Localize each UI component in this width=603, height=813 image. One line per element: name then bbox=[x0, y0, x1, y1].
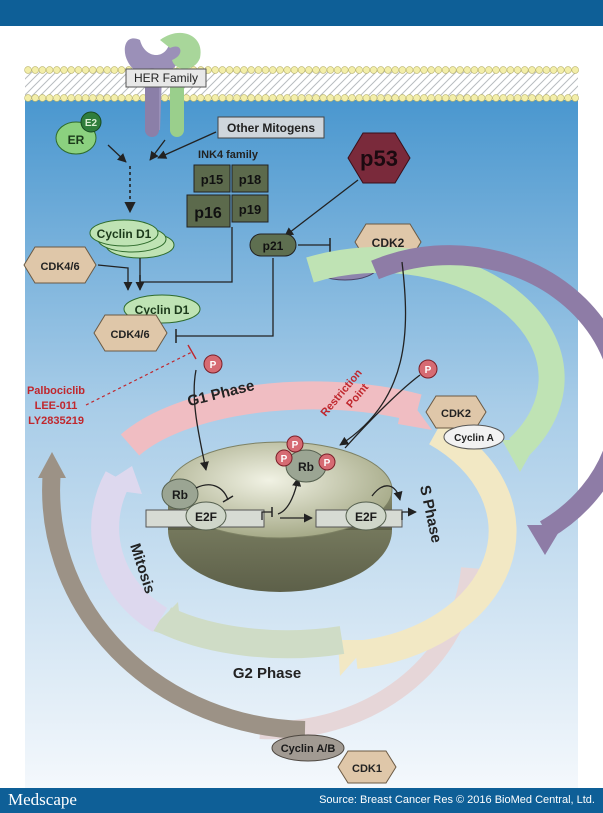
e2f-right-transcription-arrow bbox=[401, 507, 417, 520]
cyclin-a-label: Cyclin A bbox=[454, 433, 494, 444]
cyclin-ab-label: Cyclin A/B bbox=[281, 743, 336, 755]
her-family-label: HER Family bbox=[134, 71, 198, 85]
p19-box bbox=[231, 194, 269, 223]
cdk1-label: CDK1 bbox=[352, 763, 382, 775]
p21-node bbox=[249, 233, 297, 257]
cdk2-top-label: CDK2 bbox=[372, 236, 405, 250]
cdk46-node bbox=[93, 314, 168, 352]
cdk1-node bbox=[337, 750, 397, 784]
e2f-left-label: E2F bbox=[195, 510, 217, 524]
p53-node bbox=[347, 132, 411, 184]
p15-label: p15 bbox=[201, 172, 223, 187]
drug-inhibit-line bbox=[85, 351, 193, 406]
phosphate-restriction bbox=[418, 359, 438, 379]
drug-label: LY2835219 bbox=[28, 415, 84, 427]
cyclin-e-arc bbox=[371, 245, 603, 539]
bottom-bar bbox=[0, 788, 603, 813]
s-phase-arc bbox=[354, 419, 517, 669]
p16-box bbox=[186, 194, 231, 228]
g2-phase-label: G2 Phase bbox=[233, 665, 301, 682]
source-credit: Source: Breast Cancer Res © 2016 BioMed … bbox=[319, 794, 595, 806]
p21-inhibit-line bbox=[176, 258, 274, 337]
rb-phosphates: P P P bbox=[275, 435, 336, 471]
phosphate-g1 bbox=[203, 354, 223, 374]
cdk46-left-node bbox=[23, 246, 97, 284]
p15-box bbox=[193, 164, 231, 193]
cdk2-right-node bbox=[425, 395, 487, 429]
drug-label: LEE-011 bbox=[35, 400, 78, 412]
e2-label: E2 bbox=[85, 118, 98, 129]
cdk46-to-complex-arrow bbox=[97, 264, 133, 291]
cyclin-e-to-rb-arrow bbox=[339, 261, 407, 446]
cdk46-left-label: CDK4/6 bbox=[40, 261, 79, 273]
p21-label: p21 bbox=[263, 239, 284, 253]
g1-phase-arc bbox=[120, 381, 422, 456]
cyclin-d1-stack-label: Cyclin D1 bbox=[97, 227, 152, 241]
e2-node bbox=[80, 111, 102, 133]
svg-text:P: P bbox=[324, 458, 331, 469]
p53-arrow bbox=[284, 179, 359, 237]
cdk46-to-rb-arrow bbox=[193, 369, 209, 471]
e2f-right-node bbox=[345, 501, 387, 531]
g2-phase-arc bbox=[158, 607, 345, 659]
ink4-inhibit-line bbox=[140, 227, 233, 283]
cdk46-label: CDK4/6 bbox=[110, 329, 149, 341]
other-mitogens-label: Other Mitogens bbox=[227, 121, 315, 135]
er-label: ER bbox=[68, 133, 85, 147]
p18-label: p18 bbox=[239, 172, 261, 187]
cyclin-a-node bbox=[443, 424, 505, 450]
cyclin-d1-label: Cyclin D1 bbox=[135, 303, 190, 317]
ink4-family-label: INK4 family bbox=[198, 149, 259, 161]
cyclin-ab-node bbox=[271, 734, 345, 762]
cyclin-ab-arc bbox=[42, 469, 306, 739]
rb-phospho-label: Rb bbox=[298, 460, 314, 474]
svg-text:P: P bbox=[281, 454, 288, 465]
cell-membrane bbox=[24, 66, 579, 102]
e2f-left-node bbox=[185, 501, 227, 531]
p18-box bbox=[231, 164, 269, 193]
svg-text:P: P bbox=[425, 365, 432, 376]
cdk2-right-label: CDK2 bbox=[441, 408, 471, 420]
rb-left-label: Rb bbox=[172, 488, 188, 502]
p53-label: p53 bbox=[360, 146, 398, 171]
medscape-logo[interactable]: Medscape bbox=[8, 790, 77, 809]
mitosis-arc bbox=[91, 471, 168, 633]
drug-label: Palbociclib bbox=[27, 385, 85, 397]
er-arrow bbox=[107, 144, 127, 163]
her-family-box bbox=[125, 68, 207, 88]
her-arrow bbox=[149, 139, 166, 161]
cyclin-d1-stack-front bbox=[89, 219, 159, 247]
rb-left-node bbox=[161, 478, 199, 510]
e2f-right-label: E2F bbox=[355, 510, 377, 524]
other-mitogens-box bbox=[217, 116, 325, 139]
mitogens-arrow bbox=[157, 131, 217, 159]
p16-label: p16 bbox=[194, 205, 222, 222]
svg-text:P: P bbox=[210, 360, 217, 371]
svg-text:P: P bbox=[292, 440, 299, 451]
p19-label: p19 bbox=[239, 202, 261, 217]
top-bar bbox=[0, 0, 603, 26]
